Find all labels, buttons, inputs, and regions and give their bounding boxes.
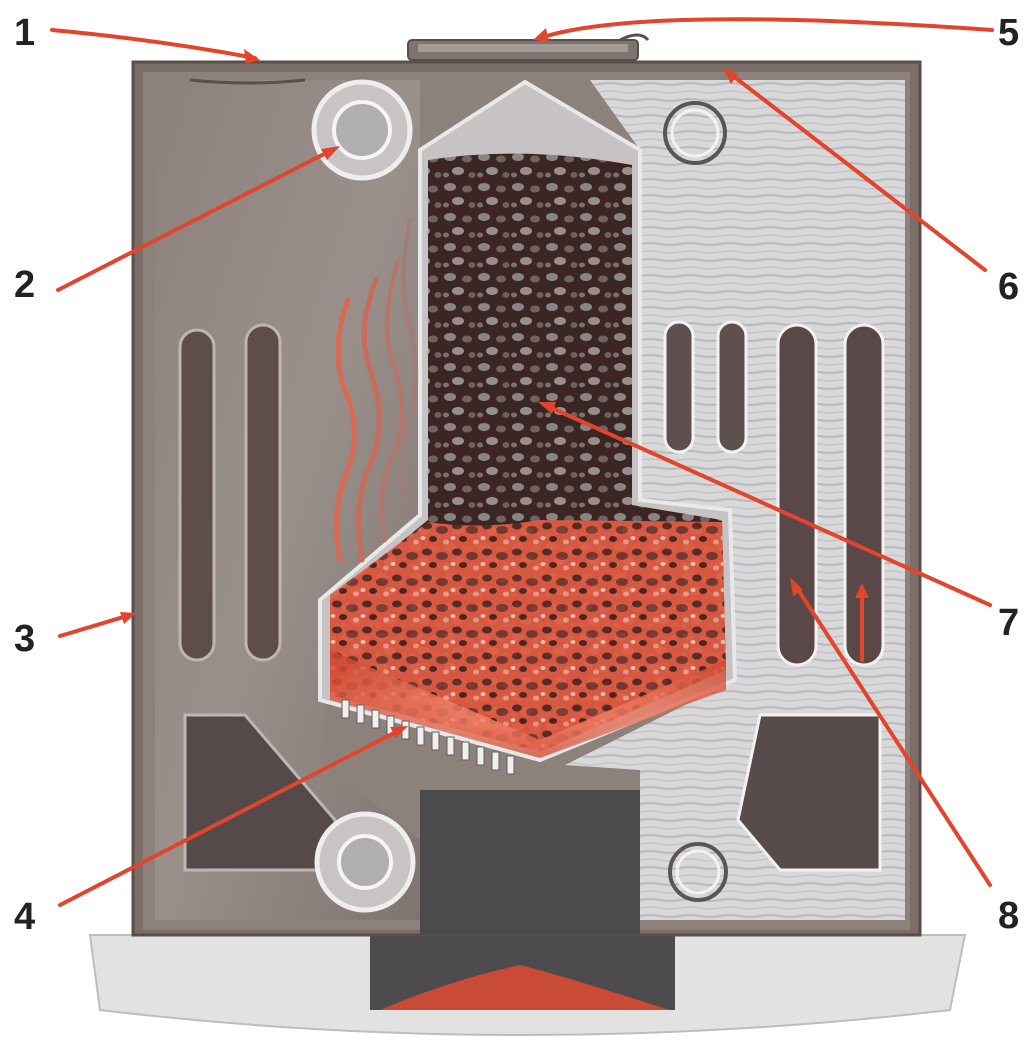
callout-4: 4 — [14, 898, 35, 936]
right-slot — [718, 322, 746, 452]
pipe-connection — [317, 814, 413, 910]
top-lid — [408, 35, 648, 60]
callout-5: 5 — [998, 14, 1019, 52]
leader-arrow-5 — [540, 19, 992, 38]
leader-arrow-3 — [60, 615, 130, 636]
right-lower-chamber — [738, 715, 880, 870]
left-slot — [180, 330, 214, 660]
callout-2: 2 — [14, 266, 35, 304]
ash-pit — [420, 790, 640, 935]
callout-3: 3 — [14, 620, 35, 658]
left-slot — [246, 325, 280, 660]
callout-8: 8 — [998, 897, 1019, 935]
right-slot — [665, 322, 693, 452]
pipe-connection — [314, 82, 410, 178]
right-slot — [778, 325, 816, 665]
callout-7: 7 — [998, 604, 1019, 642]
leader-arrow-1 — [52, 30, 255, 58]
callout-6: 6 — [998, 268, 1019, 306]
base-slab — [90, 935, 965, 1035]
callout-1: 1 — [14, 14, 35, 52]
